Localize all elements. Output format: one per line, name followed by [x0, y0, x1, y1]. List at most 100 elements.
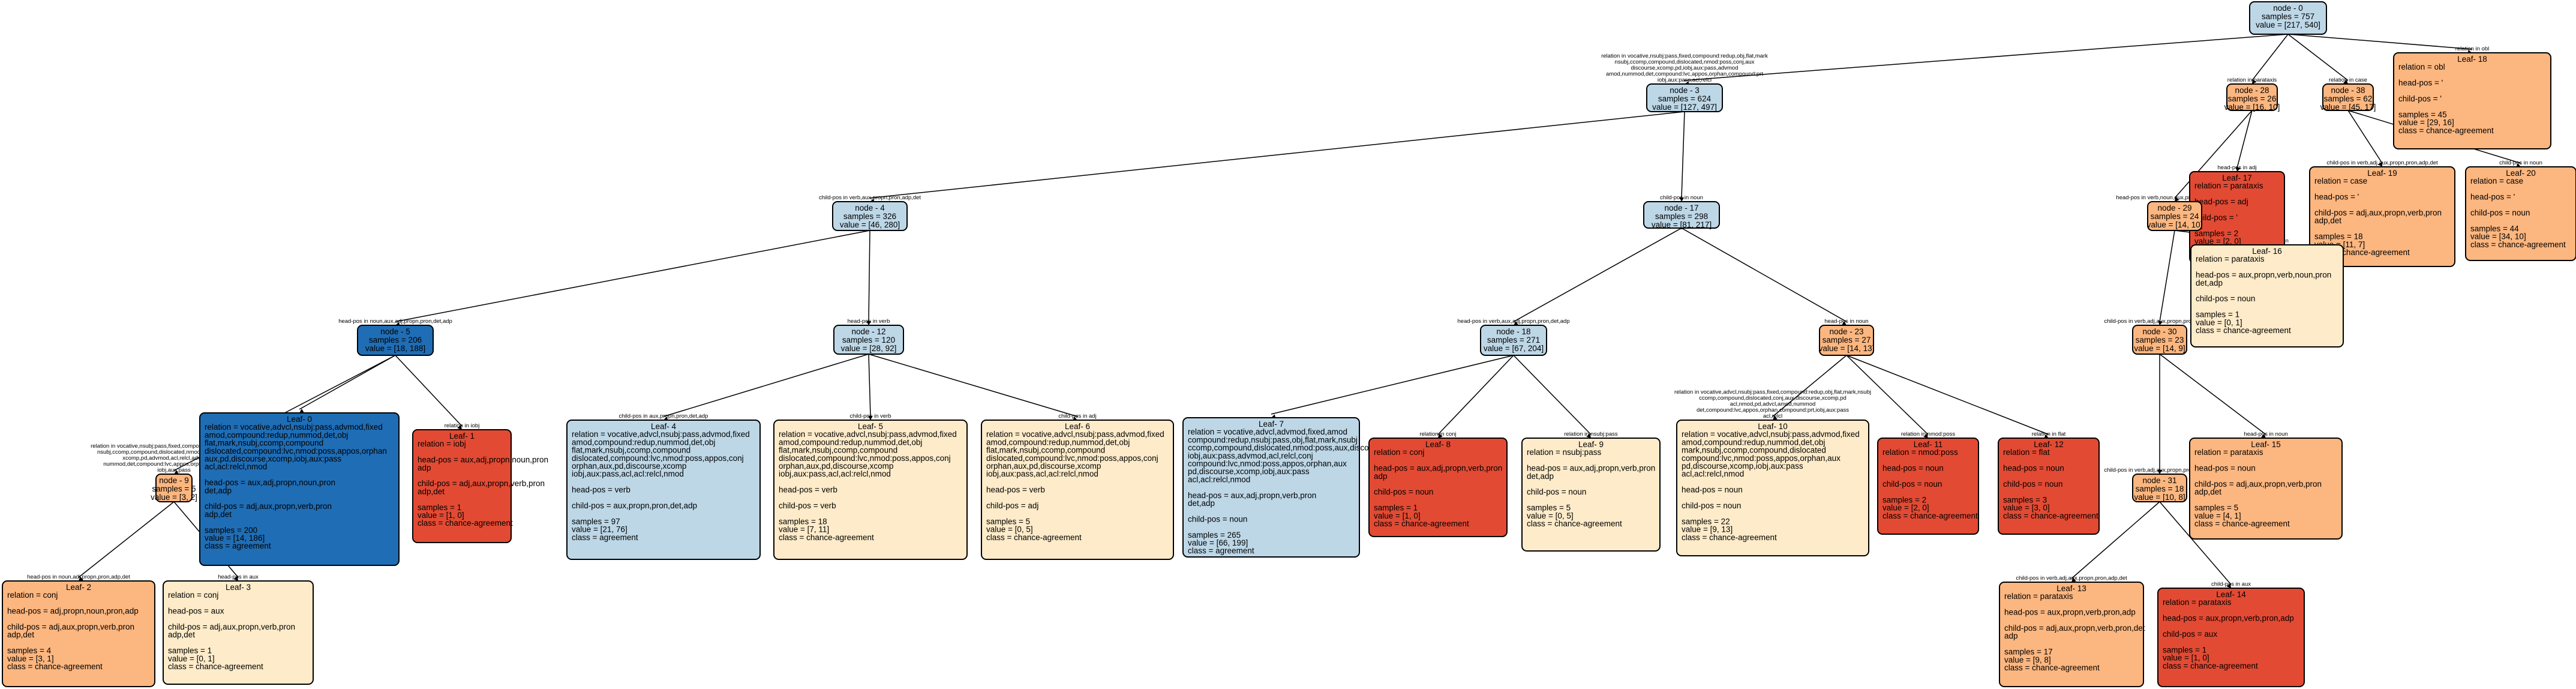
node-line: samples = 624: [1658, 94, 1712, 103]
edge-label: child-pos in verb: [849, 413, 891, 420]
node-line: head-pos = aux,propn,verb,pron,adp: [2163, 614, 2294, 623]
edge-label: child-pos in aux: [2211, 581, 2251, 588]
node-line: child-pos = aux: [2163, 630, 2217, 639]
node-line: relation = parataxis: [2163, 598, 2232, 607]
node-line: samples = 18: [779, 517, 827, 526]
node-line: value = [66, 199]: [1188, 538, 1248, 547]
node-line: amod,compound:redup,nummod,det,obj: [1682, 438, 1825, 447]
node-line: value = [29, 16]: [2398, 118, 2454, 127]
node-box: [412, 429, 512, 543]
edge-label: head-pos in noun: [2244, 431, 2287, 438]
edge-line: [868, 230, 870, 322]
node-line: relation = parataxis: [2196, 254, 2265, 263]
node-line: child-pos = adj,aux,propn,verb,pron: [418, 479, 545, 488]
edge-label: det,compound:lvc,appos,orphan,compound:p…: [1697, 407, 1849, 414]
node-line: head-pos = noun: [1883, 464, 1944, 473]
tree-edge: child-pos in verb,adj,aux,propn,pron,adp…: [2326, 110, 2438, 167]
edge-label: child-pos in verb,aux,propn,pron,adp,det: [819, 194, 921, 201]
node-line: amod,compound:redup,nummod,det,obj: [205, 430, 348, 439]
node-title: Leaf- 2: [66, 583, 91, 592]
edge-label: discourse,xcomp,pd,iobj,aux:pass,advmod: [1631, 65, 1738, 71]
node-line: amod,compound:redup,nummod,det,obj: [779, 438, 922, 447]
node-line: value = [18, 188]: [365, 344, 425, 353]
node-title: Leaf- 14: [2216, 590, 2246, 599]
node-title: node - 9: [159, 476, 189, 485]
node-title: node - 17: [1664, 203, 1698, 212]
node-line: class = agreement: [1188, 546, 1254, 555]
edge-label: relation in nmod:poss: [1901, 431, 1956, 438]
node-title: node - 31: [2142, 476, 2176, 485]
node-box: [1999, 582, 2144, 687]
arrowhead-icon: [1679, 197, 1685, 202]
node-line: relation = iobj: [418, 439, 466, 448]
arrowhead-icon: [867, 415, 873, 420]
edge-label: relation in nsubj:pass: [1564, 431, 1617, 438]
node-line: class = chance-agreement: [1682, 533, 1777, 542]
edge-line: [868, 354, 1078, 417]
arrowhead-icon: [79, 576, 83, 581]
node-line: orphan,aux,pd,discourse,xcomp: [779, 462, 893, 471]
arrowhead-icon: [2226, 583, 2231, 588]
node-line: relation = nsubj:pass: [1527, 448, 1601, 457]
edge-label: child-pos in noun: [1660, 194, 1703, 201]
edge-label: head-pos in noun: [1824, 318, 1868, 325]
node-line: head-pos = aux,adj,propn,verb,pron: [1188, 491, 1316, 500]
tree-edge: child-pos in verb: [849, 354, 891, 420]
edge-label: ccomp,compound,dislocated,conj,aux,disco…: [1699, 395, 1847, 402]
node-line: child-pos = adj,aux,propn,verb,pron: [205, 502, 332, 511]
node-line: adp,det: [168, 630, 195, 639]
node-box: [2393, 52, 2551, 149]
node-line: samples = 5: [2194, 504, 2238, 513]
node-line: iobj,aux:pass,advmod,acl,relcl,conj: [1188, 451, 1313, 460]
edge-line: [2159, 230, 2175, 322]
node-line: head-pos = adj: [2194, 197, 2248, 206]
node-line: samples = 62: [2324, 94, 2373, 103]
arrowhead-icon: [2157, 470, 2162, 474]
node-line: iobj,aux:pass,acl,acl:relcl,nmod: [986, 469, 1098, 478]
node-line: compound:lvc,nmod:poss,appos,orphan,aux: [1188, 459, 1347, 468]
node-line: class = chance-agreement: [779, 533, 874, 542]
node-line: samples = 1: [168, 646, 212, 655]
arrowhead-icon: [2071, 577, 2076, 582]
node-line: ccomp,compound,dislocated,nmod:poss,aux,…: [1188, 444, 1410, 453]
node-line: head-pos = aux,propn,verb,noun,pron: [2196, 271, 2331, 280]
node-line: samples = 45: [2398, 110, 2447, 119]
node-line: iobj,aux:pass,acl,acl:relcl,nmod: [779, 469, 891, 478]
arrowhead-icon: [457, 425, 462, 430]
node-title: Leaf- 17: [2222, 173, 2252, 182]
node-line: orphan,aux,pd,discourse,xcomp: [572, 462, 686, 471]
edge-line: [869, 111, 1685, 199]
node-line: samples = 2: [2194, 229, 2238, 238]
node-box: [2157, 588, 2305, 687]
node-line: class = chance-agreement: [2003, 511, 2098, 520]
node-line: head-pos = aux,adj,propn,noun,pron: [418, 456, 548, 465]
node-line: samples = 757: [2262, 12, 2314, 21]
node-title: Leaf- 20: [2506, 169, 2536, 178]
node-title: Leaf- 3: [226, 583, 251, 592]
arrowhead-icon: [1923, 433, 1928, 438]
edge-label: nsubj,ccomp,compound,dislocated,nmod:pos…: [97, 449, 251, 456]
node-line: dislocated,compound:lvc,nmod:poss,appos,…: [205, 447, 387, 456]
edge-line: [1846, 355, 1929, 435]
node-line: relation = parataxis: [2194, 181, 2263, 190]
node-line: value = [217, 540]: [2256, 20, 2320, 29]
node-box: [155, 474, 193, 502]
edge-label: head-pos in aux: [218, 574, 259, 580]
node-line: dislocated,compound:lvc,nmod:poss,appos,…: [572, 454, 744, 463]
node-line: class = chance-agreement: [2004, 663, 2100, 672]
node-line: samples = 200: [205, 526, 257, 535]
node-title: node - 29: [2157, 203, 2191, 212]
arrowhead-icon: [1773, 415, 1778, 420]
